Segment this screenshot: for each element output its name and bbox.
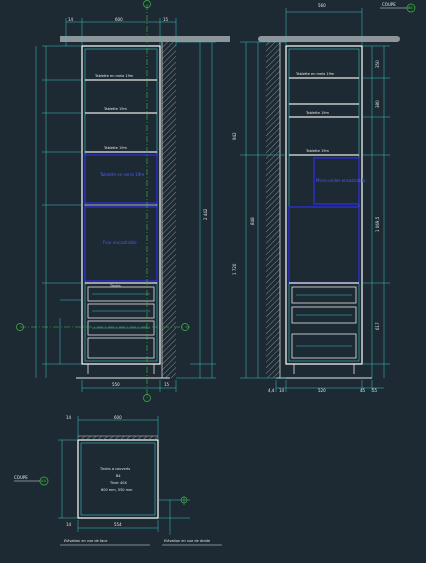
appliance-block	[84, 206, 158, 282]
dim-label: 14	[66, 522, 72, 527]
dim-label: 550	[112, 382, 120, 387]
appliance-label: Micro-ondes encastrable	[316, 178, 366, 183]
axis-marker	[16, 323, 24, 331]
dim-label-vertical: 942	[232, 132, 237, 140]
axis-marker	[143, 394, 151, 402]
footer-caption: Elévation en vue de face	[64, 539, 108, 543]
dim-label: 45	[360, 388, 366, 393]
drawer-label: Tiroirs	[110, 284, 121, 288]
dim-label: 600	[115, 17, 123, 22]
appliance-block	[313, 157, 360, 205]
plan-view	[14, 416, 222, 546]
plan-text: 600 mm, 550 mm	[101, 488, 133, 492]
section-tag-ref-top: BB	[408, 6, 413, 10]
shelf-label: Tablette 19m	[306, 111, 329, 115]
wall-hatch	[162, 42, 176, 378]
dim-label-vertical: 848	[250, 217, 255, 225]
dim-label-vertical: 350	[375, 60, 380, 68]
section-tag-label-bottom: COUPE	[14, 475, 28, 480]
axis-marker	[181, 323, 189, 331]
plan-text: B4	[116, 474, 121, 478]
dim-label-vertical: 1 069,5	[375, 216, 380, 232]
section-tag-ref-bottom: AA	[41, 479, 46, 483]
plan-outline	[77, 439, 159, 519]
appliance-block	[84, 154, 158, 204]
dim-label: 55	[372, 388, 378, 393]
drawer	[87, 303, 155, 319]
shelf-label: Tablette 19m	[104, 146, 127, 150]
dim-label: 15	[164, 382, 170, 387]
axis-marker	[143, 0, 151, 8]
wall-hatch	[266, 42, 280, 378]
dim-label-vertical: 380	[375, 100, 380, 108]
plan-text: Tiroirs a couverts	[100, 467, 131, 471]
left-elevation	[16, 0, 230, 402]
cabinet-outline	[285, 45, 363, 365]
footer-caption: Elévation en vue de droite	[164, 539, 211, 543]
shelf-label: Tablette 19m	[306, 149, 329, 153]
dim-label: 520	[318, 388, 326, 393]
shelf-label: Tablette en mela 19m	[296, 72, 335, 76]
appliance-block	[288, 206, 360, 284]
drawer	[87, 337, 155, 359]
dim-label: 14	[66, 415, 72, 420]
dim-label: 14	[279, 388, 285, 393]
shelf-label: Tablette en mela 19m	[95, 74, 134, 78]
ceiling-slab	[258, 36, 400, 42]
dim-label: 554	[114, 522, 122, 527]
dim-label: 15	[163, 17, 169, 22]
shelf-label: Tablette 19m	[104, 107, 127, 111]
dim-label: 14	[68, 17, 74, 22]
dim-label-vertical: 1 720	[232, 263, 237, 275]
ceiling-slab	[60, 36, 230, 42]
dim-label-vertical: 617	[375, 322, 380, 330]
right-elevation	[240, 3, 416, 392]
dim-label: 4,4	[268, 388, 275, 393]
dim-label-vertical: 2 442	[203, 208, 208, 220]
appliance-label: Tablette en verre 19m	[100, 172, 145, 177]
plan-text: Tiroir 40X	[110, 481, 127, 485]
section-tag-label-top: COUPE	[382, 2, 396, 7]
dim-label: 600	[114, 415, 122, 420]
drawer	[87, 286, 155, 302]
drawer	[87, 320, 155, 336]
dim-label: 560	[318, 3, 326, 8]
appliance-label: Four encastrable	[103, 240, 137, 245]
